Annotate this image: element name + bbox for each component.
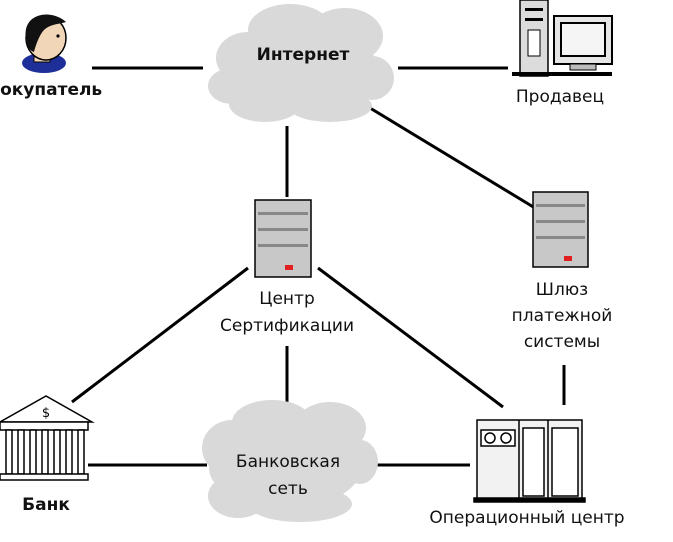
- certification-center-label-line1: Центр: [259, 289, 314, 309]
- payment-gateway-label-line2: платежной: [512, 306, 613, 326]
- bank-dollar-symbol: $: [42, 406, 50, 421]
- buyer-person-icon: [22, 14, 67, 73]
- bank-label: Банк: [22, 495, 70, 515]
- payment-gateway-server-icon: [532, 191, 589, 268]
- certification-server-icon: [254, 199, 312, 278]
- payment-gateway-label-line3: системы: [524, 332, 600, 352]
- operations-center-mainframe-icon: [473, 419, 586, 503]
- seller-computer-icon: [512, 0, 613, 77]
- link-cert-operations: [317, 266, 504, 409]
- bank-network-cloud-icon: [202, 400, 378, 522]
- certification-center-label-line2: Сертификации: [220, 316, 354, 336]
- bank-building-icon: [0, 395, 95, 481]
- bank-network-label-line1: Банковская: [236, 452, 340, 472]
- connections: [71, 66, 566, 467]
- link-internet-gateway: [369, 106, 536, 210]
- buyer-label: Покупатель: [0, 80, 102, 100]
- bank-network-label-line2: сеть: [268, 479, 308, 499]
- internet-label: Интернет: [257, 45, 350, 65]
- operations-center-label: Операционный центр: [429, 508, 624, 528]
- internet-cloud-icon: [208, 4, 394, 122]
- seller-label: Продавец: [516, 87, 604, 107]
- link-cert-bank: [71, 266, 249, 404]
- payment-gateway-label-line1: Шлюз: [536, 280, 588, 300]
